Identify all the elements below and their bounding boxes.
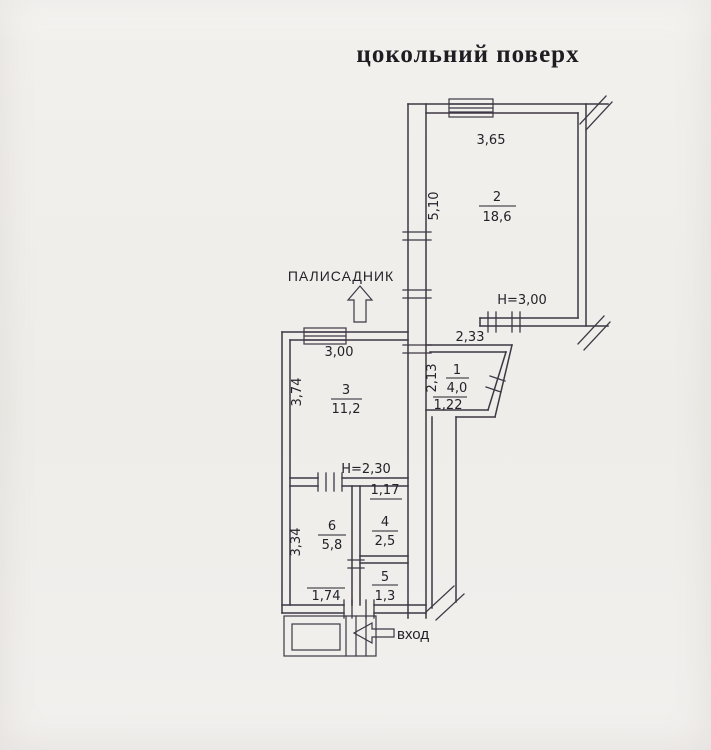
room6-area: 5,8: [322, 538, 343, 553]
entrance-porch: [283, 615, 377, 657]
wall-break-bottom-right: [425, 585, 465, 621]
room3-number: 3: [342, 383, 350, 398]
dim-room3-height: Н=2,30: [341, 462, 391, 477]
door-ticks-room3: [317, 472, 343, 492]
dim-room3-width: 3,00: [325, 345, 354, 360]
walls: [281, 95, 613, 657]
wall-break-mid-right: [577, 315, 611, 351]
room4-area: 2,5: [375, 534, 396, 549]
dim-room4-width: 1,17: [371, 483, 400, 498]
room4-number: 4: [381, 515, 389, 530]
dim-room3-depth: 3,74: [290, 378, 305, 407]
dim-room2-width: 3,65: [477, 133, 506, 148]
entrance-door-ticks: [343, 599, 375, 619]
page-title: цокольний поверх: [356, 41, 579, 68]
room5-number: 5: [381, 570, 389, 585]
wall-break-top-right: [579, 95, 613, 131]
room6-number: 6: [328, 519, 336, 534]
garden-direction-arrow-icon: [346, 285, 374, 323]
window-symbol-room2: [448, 98, 494, 118]
room2-number: 2: [493, 190, 501, 205]
door-ticks-hall-diagonal: [485, 375, 506, 393]
garden-label: ПАЛИСАДНИК: [288, 268, 394, 284]
window-symbol-room3: [303, 327, 347, 345]
door-ticks-room2-room1: [487, 311, 521, 333]
room1-area: 4,0: [447, 381, 468, 396]
room3-area: 11,2: [332, 402, 361, 417]
dim-room6-width: 1,74: [312, 589, 341, 604]
dim-hall-depth: 2,13: [425, 364, 440, 393]
entrance-direction-arrow-icon: [352, 621, 395, 645]
room1-number: 1: [453, 363, 461, 378]
dim-room2-height: Н=3,00: [497, 293, 547, 308]
entrance-label: вход: [397, 626, 429, 643]
dim-hall-bottom: 1,22: [434, 398, 463, 413]
room2-area: 18,6: [483, 210, 512, 225]
dim-hall-width: 2,33: [456, 330, 485, 345]
dim-room6-depth: 3,34: [289, 528, 304, 557]
door-ticks-room6: [347, 559, 365, 569]
dim-room2-depth: 5,10: [427, 192, 442, 221]
spine-opening-ticks: [402, 231, 432, 354]
room5-area: 1,3: [375, 589, 396, 604]
